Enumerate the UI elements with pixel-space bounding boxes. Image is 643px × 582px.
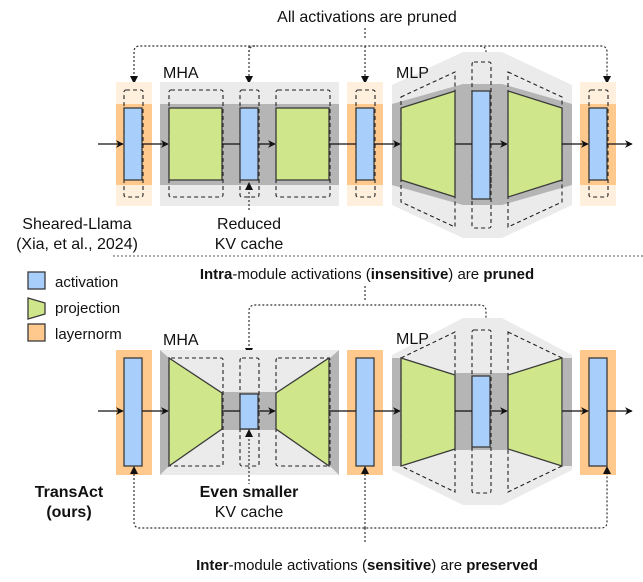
top-activation-3 [588, 107, 608, 181]
bottom-mlp-projection-down [507, 357, 563, 467]
caption-sensitive: sensitive [367, 557, 431, 574]
legend-item-projection: projection [27, 297, 120, 320]
caption-intra: Intra [200, 266, 233, 283]
bottom-activation-1 [123, 357, 143, 467]
activation-swatch [27, 271, 46, 290]
bottom-mha-projection-out [275, 356, 330, 468]
legend-label-projection: projection [55, 300, 120, 317]
legend: activation projection layernorm [27, 271, 122, 343]
top-method-citation: (Xia, et al., 2024) [16, 236, 138, 253]
bottom-mlp-label: MLP [396, 331, 429, 348]
top-activation-2 [355, 107, 375, 181]
top-mha-projection-out [275, 107, 330, 181]
top-pruning-connector [133, 28, 608, 80]
bottom-mha-activation [239, 393, 259, 430]
top-kv-label-1: Reduced [217, 216, 281, 233]
caption-preserved: preserved [466, 557, 538, 574]
top-method-name: Sheared-Llama [22, 216, 132, 233]
top-mha-label: MHA [163, 65, 199, 82]
top-activation-1 [123, 107, 143, 181]
bottom-mha-label: MHA [163, 332, 199, 349]
bottom-preserve-arrowheads [130, 466, 611, 474]
top-row: All activations are pruned [16, 9, 633, 253]
inter-module-caption: Inter-module activations (sensitive) are… [196, 557, 538, 574]
bottom-mlp-module: MLP [392, 318, 572, 505]
caption-pruned: pruned [483, 266, 534, 283]
legend-label-layernorm: layernorm [55, 326, 122, 343]
bottom-kv-label-1: Even smaller [200, 484, 299, 501]
top-kv-pointer [245, 182, 253, 212]
caption-text: -module activations ( [232, 266, 370, 283]
bottom-layernorm-3 [580, 350, 616, 475]
bottom-mlp-activation [471, 375, 491, 448]
bottom-activation-3 [588, 357, 608, 467]
caption-inter: Inter [196, 557, 229, 574]
top-mlp-projection-up [400, 90, 456, 198]
bottom-row: MHA MLP [35, 286, 633, 543]
top-mlp-projection-down [507, 90, 563, 198]
bottom-mha-projection-in [168, 356, 223, 468]
legend-item-activation: activation [27, 271, 118, 291]
top-mha-module: MHA [160, 65, 339, 206]
bottom-kv-pointer [245, 429, 253, 484]
top-mlp-module: MLP [392, 52, 572, 238]
top-mlp-activation [471, 90, 491, 200]
legend-item-layernorm: layernorm [27, 323, 122, 343]
projection-swatch [27, 297, 46, 320]
bottom-mha-module: MHA [160, 332, 339, 475]
caption-text: ) are [431, 557, 466, 574]
bottom-activation-2 [355, 357, 375, 467]
caption-text: -module activations ( [229, 557, 367, 574]
bottom-method-tag: (ours) [46, 504, 91, 521]
top-mlp-label: MLP [396, 65, 429, 82]
bottom-pruning-connector [248, 286, 487, 350]
layernorm-swatch [27, 323, 46, 342]
top-mha-activation [239, 107, 259, 181]
intra-module-caption: Intra-module activations (insensitive) a… [200, 266, 534, 283]
top-mha-projection-in [168, 107, 223, 181]
bottom-kv-label-2: KV cache [215, 504, 284, 521]
caption-insensitive: insensitive [371, 266, 449, 283]
legend-label-activation: activation [55, 274, 118, 291]
caption-text: ) are [448, 266, 483, 283]
bottom-preserve-connector [133, 470, 608, 543]
top-caption: All activations are pruned [277, 9, 457, 26]
bottom-method-name: TransAct [35, 484, 104, 501]
top-kv-label-2: KV cache [215, 236, 284, 253]
bottom-layernorm-2 [347, 350, 383, 475]
bottom-mlp-projection-up [400, 357, 456, 467]
bottom-layernorm-1 [116, 350, 152, 475]
